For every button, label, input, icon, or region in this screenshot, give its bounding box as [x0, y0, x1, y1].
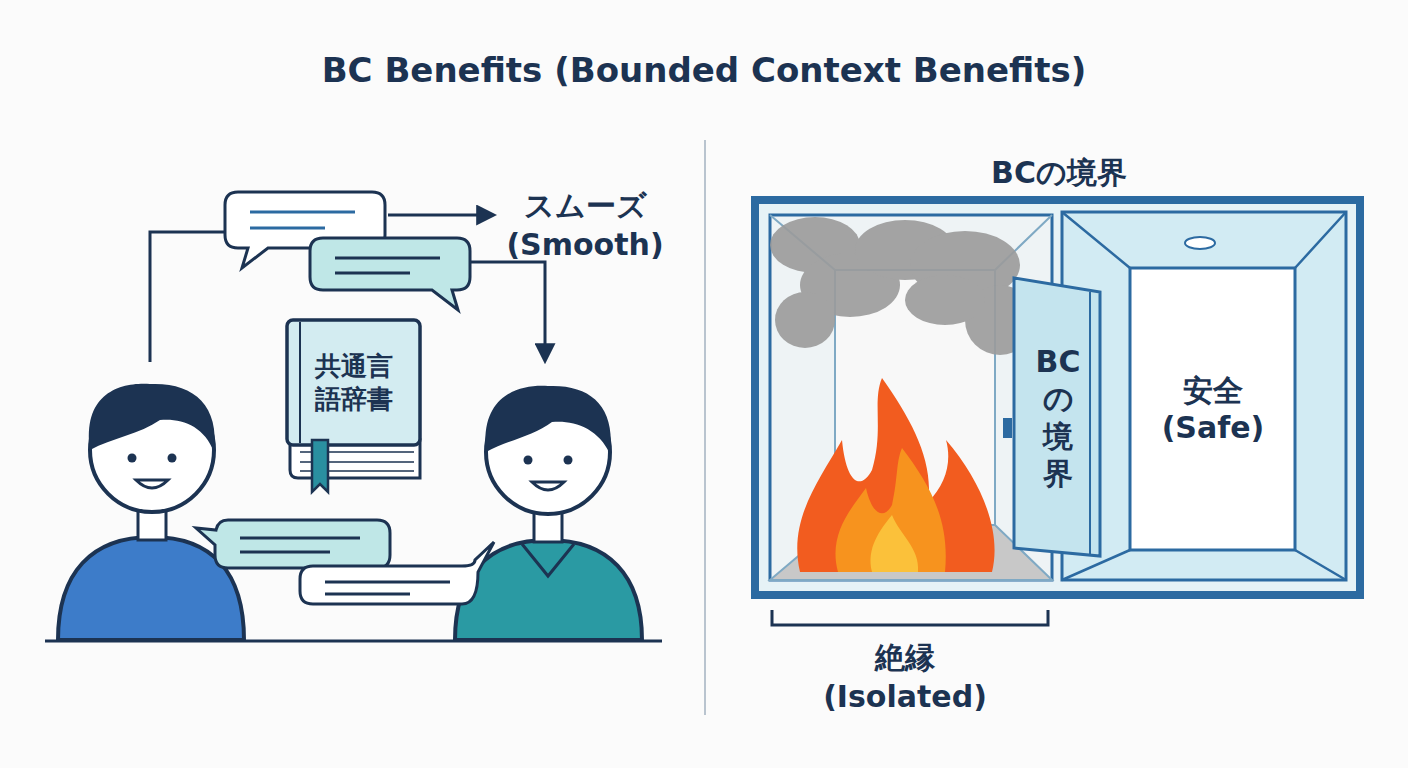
person-eye: [524, 456, 533, 465]
book-cover: [287, 320, 420, 445]
node-text: 共通言語辞書: [311, 350, 397, 415]
building-frame: [755, 200, 1360, 595]
dictionary-book: 共通言語辞書: [280, 318, 425, 494]
bracket: [772, 610, 1048, 625]
flow-line: [150, 232, 226, 362]
room-back-wall: [1130, 268, 1295, 550]
safe-room: 安全 (Safe): [1062, 212, 1348, 582]
panel-divider: [704, 140, 706, 715]
text-area: BCの境界: [1032, 310, 1084, 525]
diagram-title: BC Benefits (Bounded Context Benefits): [0, 50, 1408, 90]
book-spine: [299, 322, 301, 443]
safe-room: [1062, 212, 1346, 580]
flame: [871, 515, 919, 572]
flow-arrow: [470, 262, 545, 360]
text-area: BCの境界: [750, 150, 1368, 195]
bubble-line: [325, 581, 450, 584]
bubble-line: [240, 537, 360, 540]
text-area: 安全 (Safe): [1152, 268, 1274, 550]
flame: [797, 378, 994, 572]
node-text: BCの境界: [750, 154, 1368, 192]
fire-room: [770, 215, 1052, 580]
person-eye: [168, 454, 177, 463]
flow-arrow: [388, 214, 493, 217]
door-handle: [1003, 418, 1012, 438]
door-panel: [1014, 278, 1100, 556]
person-hair: [485, 386, 610, 454]
room-perspective: [1062, 212, 1346, 580]
isolation-label: 絶縁 (Isolated): [815, 638, 995, 716]
person-mouth: [136, 480, 168, 488]
person-hair: [89, 384, 215, 452]
speech-bubble: [300, 542, 494, 604]
text-area: 共通言語辞書: [311, 325, 397, 440]
bubble-line: [250, 227, 325, 230]
node-text: 安全 (Safe): [1152, 372, 1274, 447]
boundary-door: BCの境界: [1005, 270, 1105, 560]
smoke-puff: [905, 275, 985, 325]
speech-bubble: [196, 520, 390, 568]
flow-label: スムーズ (Smooth): [492, 186, 678, 264]
person-eye: [128, 454, 137, 463]
ceiling-light: [1185, 237, 1215, 249]
node-text: BCの境界: [1032, 343, 1084, 493]
bubble-line: [250, 211, 355, 214]
door-edge: [1089, 292, 1091, 554]
bubble-line: [240, 551, 330, 554]
flame: [835, 448, 945, 572]
bubble-line: [335, 272, 410, 275]
person-eye: [564, 456, 573, 465]
person-mouth: [532, 482, 564, 490]
bookmark: [312, 440, 328, 492]
person-collar: [522, 544, 574, 576]
bubble-line: [325, 593, 410, 596]
speech-bubble: [310, 238, 470, 310]
smoke-puff: [775, 292, 835, 348]
bubble-line: [335, 257, 440, 260]
smoke: [770, 217, 1035, 355]
context-boundary-box: BCの境界BCの境界安全 (Safe): [750, 145, 1368, 605]
